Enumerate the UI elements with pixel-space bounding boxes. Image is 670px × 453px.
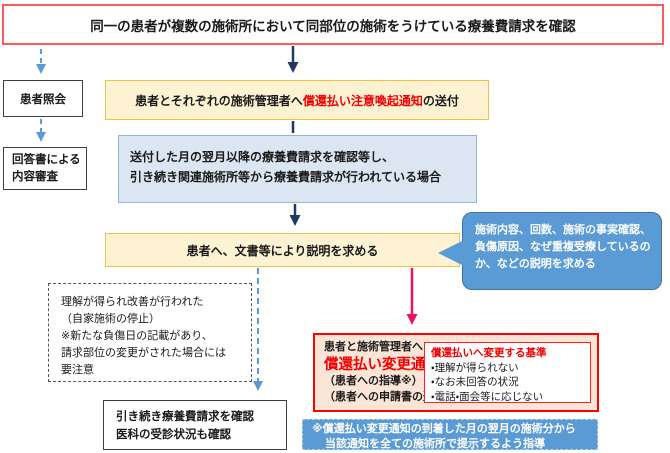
explain-request-box: 患者へ、文書等により説明を求める: [105, 233, 460, 267]
criteria-item: ・なお未回答の状況: [431, 376, 519, 389]
patient-inquiry-box: 患者照会: [3, 80, 83, 117]
criteria-title: 償還払いへ変更する基準: [431, 347, 547, 359]
notice-suffix: の送付: [422, 93, 459, 108]
claim-confirm-line2: 引き続き関連施術所等から療養費請求が行われている場合: [130, 170, 442, 185]
claim-confirm-box: 送付した月の翌月以降の療養費請求を確認等し、 引き続き関連施術所等から療養費請求…: [118, 135, 477, 203]
improved-line: 理解が得られ改善が行われた: [61, 296, 204, 308]
notice-prefix: 患者とそれぞれの施術管理者へ: [135, 93, 303, 108]
callout-text: 施術内容、回数、施術の事実確認、負傷原因、なぜ重複受療しているのか、などの説明を…: [475, 224, 651, 271]
criteria-item: ・電話・面会等に応じない: [431, 391, 544, 404]
improved-line: 請求部位の変更がされた場合には: [61, 347, 226, 360]
notice-highlight: 償還払い注意喚起通知: [302, 93, 423, 108]
change-line4: （患者への申請書の送付）: [324, 391, 456, 403]
repayment-notice-box: 患者とそれぞれの施術管理者へ償還払い注意喚起通知の送付: [105, 80, 489, 120]
continue-line2: 医科の受診状況も確認: [116, 429, 231, 442]
patient-inquiry-label: 患者照会: [20, 93, 66, 106]
criteria-item: ・理解が得られない: [431, 361, 519, 374]
improved-line: ※新たな負傷日の記載があり、: [61, 330, 213, 343]
improved-line: （自家施術の停止）: [61, 313, 160, 326]
guidance-line1: ※償還払い変更通知の到着した月の翌月の施術分から: [312, 423, 576, 435]
reply-review-line2: 内容審査: [12, 170, 58, 183]
change-line3: （患者への指導※）: [324, 375, 423, 388]
continue-confirm-box: 引き続き療養費請求を確認 医科の受診状況も確認: [103, 400, 287, 450]
change-notice-box: 患者と施術管理者へ 償還払い変更通知 （患者への指導※） （患者への申請書の送付…: [313, 333, 599, 412]
reply-review-line1: 回答書による: [12, 154, 81, 166]
improved-line: 要注意: [61, 364, 94, 377]
change-line1: 患者と施術管理者へ: [324, 341, 423, 353]
callout-pointer: [438, 240, 464, 266]
explain-request-text: 患者へ、文書等により説明を求める: [186, 243, 379, 258]
change-notice-text: 患者と施術管理者へ 償還払い変更通知 （患者への指導※） （患者への申請書の送付…: [324, 340, 456, 406]
guidance-line2: 当該通知を全ての施術所で提示するよう指導: [325, 437, 545, 450]
claim-confirm-line1: 送付した月の翌月以降の療養費請求を確認等し、: [130, 150, 395, 164]
title-box: 同一の患者が複数の施術所において同部位の施術をうけている療養費請求を確認: [2, 4, 664, 45]
title-text: 同一の患者が複数の施術所において同部位の施術をうけている療養費請求を確認: [90, 18, 576, 34]
callout-bubble: 施術内容、回数、施術の事実確認、負傷原因、なぜ重複受療しているのか、などの説明を…: [438, 212, 662, 290]
change-highlight: 償還払い変更通知: [324, 356, 440, 373]
reply-review-box: 回答書による 内容審査: [3, 147, 87, 190]
criteria-box: 償還払いへ変更する基準 ・理解が得られない ・なお未回答の状況 ・電話・面会等に…: [424, 342, 591, 403]
improved-case-box: 理解が得られ改善が行われた （自家施術の停止） ※新たな負傷日の記載があり、 請…: [48, 283, 252, 382]
continue-line1: 引き続き療養費請求を確認: [116, 411, 254, 423]
notice-text: 患者とそれぞれの施術管理者へ償還払い注意喚起通知の送付: [135, 92, 459, 109]
guidance-footer-box: ※償還払い変更通知の到着した月の翌月の施術分から 当該通知を全ての施術所で提示す…: [302, 419, 598, 450]
